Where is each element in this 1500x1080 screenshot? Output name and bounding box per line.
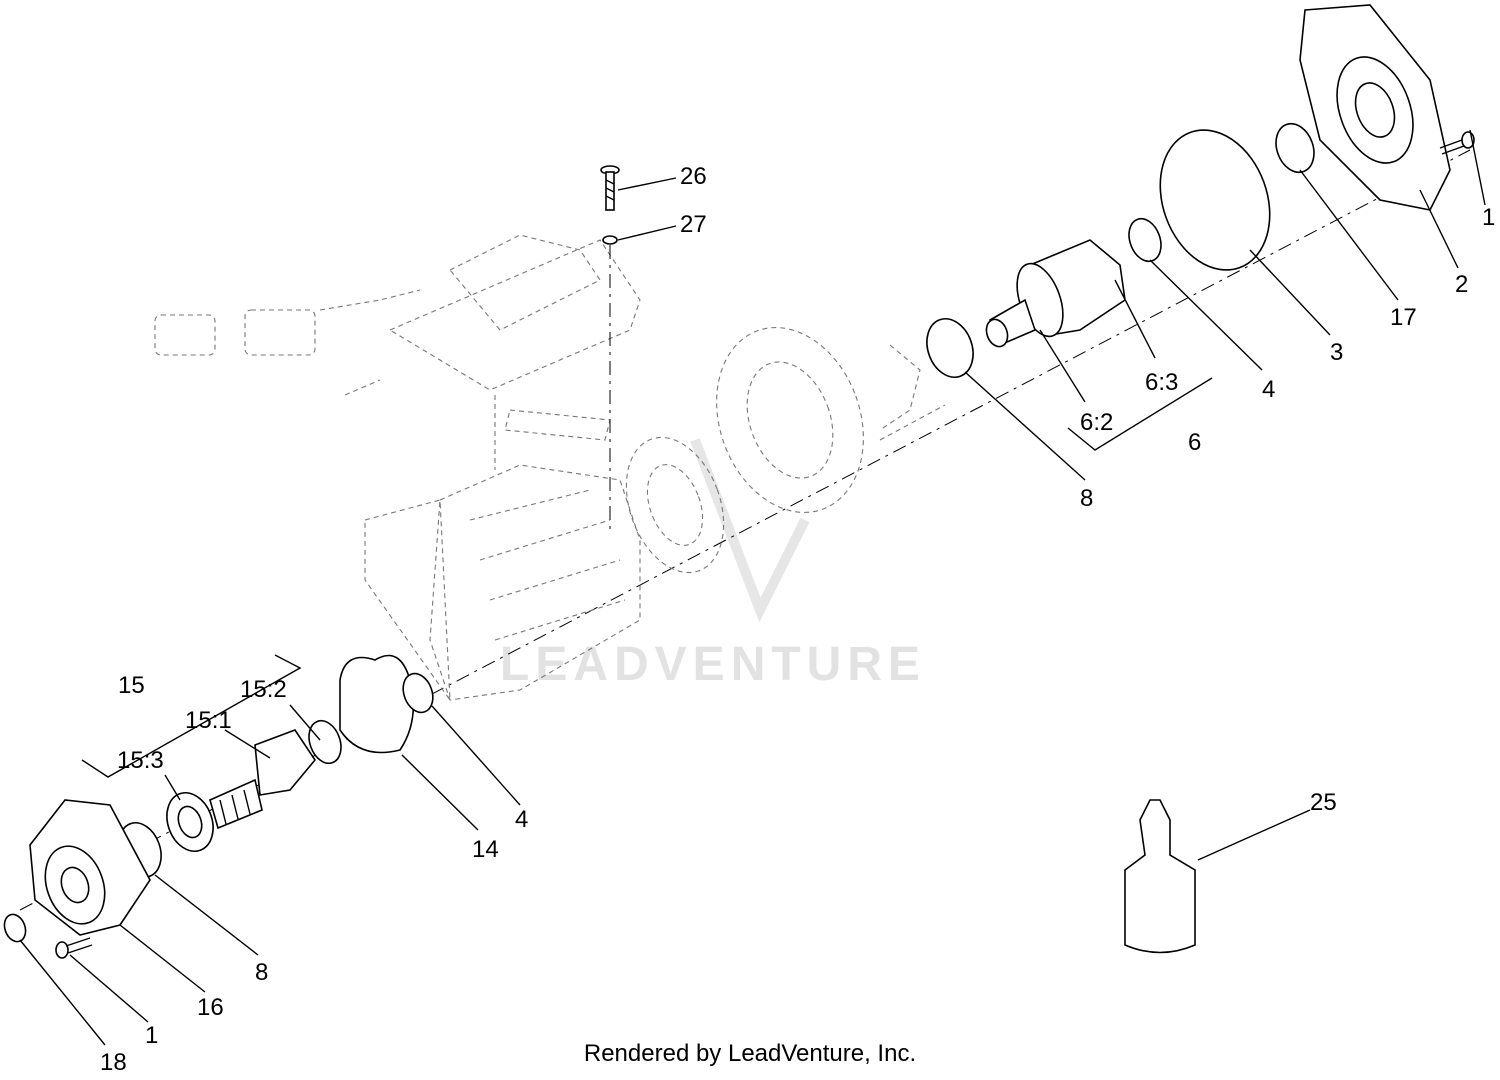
part-15-3-bearing [166,792,214,852]
part-16-front-cover [29,799,151,936]
callout-3: 3 [1330,339,1343,366]
part-25-bottle [1124,799,1196,954]
callout-8-lower: 8 [255,959,268,986]
callout-1-top: 1 [1482,204,1495,231]
part-15-1-shaft [209,729,316,830]
part-18-seal [3,913,27,943]
callout-16: 16 [197,994,224,1021]
part-1-bolt-lower [55,937,93,959]
callout-6-2: 6:2 [1080,409,1113,436]
part-14-gasket [339,654,415,754]
part-8-oring-upper [926,318,974,378]
callout-1-lower: 1 [145,1022,158,1049]
footer-credit: Rendered by LeadVenture, Inc. [583,1040,917,1067]
part-2-end-cover [1299,4,1451,211]
part-17-oring [1275,122,1315,174]
ghost-housing [154,234,946,702]
part-3-seal [1159,129,1271,271]
part-4-oring-upper [1128,217,1162,263]
callout-labels: 1 2 17 3 4 6:3 6:2 6 8 26 27 15 15:2 15:… [100,163,1495,1076]
callout-6-3: 6:3 [1145,369,1178,396]
leader-lines [19,129,1486,1046]
part-26-screw [600,165,620,211]
part-6-rotor-assembly [985,239,1126,348]
callout-2: 2 [1455,271,1468,298]
callout-26: 26 [680,163,707,190]
part-27-washer [602,235,618,245]
callout-15-3: 15:3 [117,747,164,774]
callout-18: 18 [100,1049,127,1076]
callout-6: 6 [1188,429,1201,456]
callout-15: 15 [118,672,145,699]
callout-27: 27 [680,211,707,238]
callout-25: 25 [1310,789,1337,816]
watermark: LEADVENTURE [500,438,926,691]
callout-4-upper: 4 [1262,376,1275,403]
callout-15-1: 15:1 [185,707,232,734]
watermark-text: LEADVENTURE [500,638,926,691]
callout-4-lower: 4 [515,806,528,833]
callout-15-2: 15:2 [240,676,287,703]
callout-14: 14 [472,836,499,863]
callout-8-upper: 8 [1080,485,1093,512]
part-4-oring-lower [402,672,434,714]
part-15-2-washer [308,719,342,765]
callout-17: 17 [1390,304,1417,331]
